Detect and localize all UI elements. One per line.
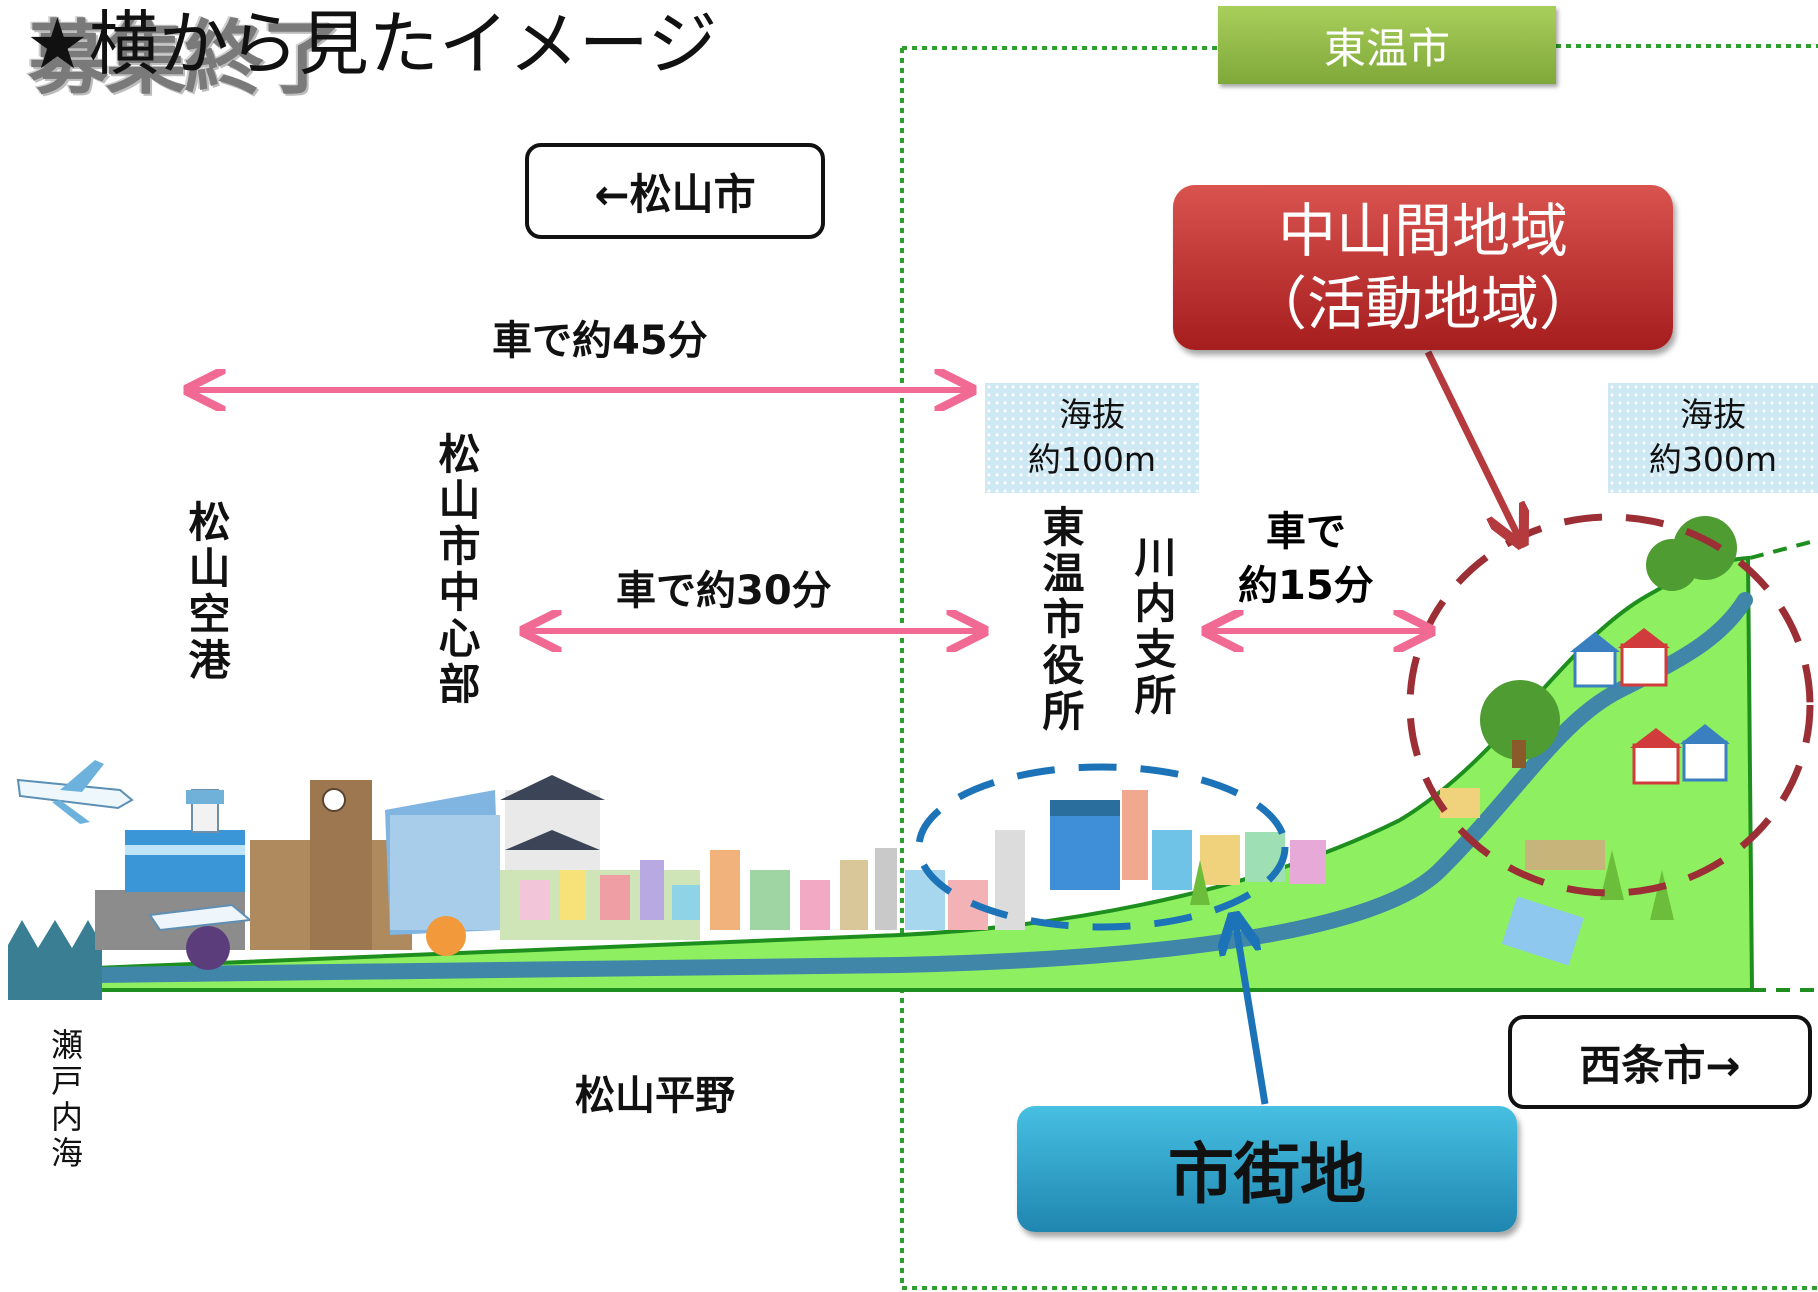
toon-city-boundary	[900, 44, 1818, 1290]
time-30min-label: 車で約30分	[616, 568, 832, 614]
page-title: ★横から見たイメージ	[26, 3, 718, 85]
kawauchi-branch-label: 川内支所	[1128, 535, 1177, 719]
sea	[8, 920, 102, 1000]
airport-illustration	[95, 789, 253, 970]
region-title: 中山間地域	[1277, 197, 1568, 265]
elevation-100m-tag: 海抜 約100m	[985, 383, 1199, 493]
urban-callout-arrow	[1235, 920, 1269, 1105]
time-15min-label: 車で 約15分	[1238, 505, 1374, 613]
matsuyama-direction-box: ←松山市	[525, 143, 825, 239]
matsuyama-plain-label: 松山平野	[575, 1073, 735, 1119]
saijo-direction-box: 西条市→	[1508, 1015, 1812, 1109]
region-callout-arrow	[1424, 350, 1520, 540]
elevation-300m-tag: 海抜 約300m	[1608, 383, 1818, 493]
ridge-dashed-edge	[1749, 538, 1818, 560]
mountain-region-box: 中山間地域 （活動地域）	[1173, 185, 1673, 350]
elevation-100m-value: 約100m	[1027, 440, 1157, 479]
toon-city-buildings	[905, 790, 1326, 930]
elevation-100m-label: 海抜	[1059, 395, 1125, 435]
urban-area-box: 市街地	[1017, 1106, 1517, 1232]
seto-inland-sea-label: 瀬戸内海	[46, 1028, 84, 1172]
time-15min-line1: 車で	[1265, 509, 1346, 555]
airplane-icon	[16, 760, 134, 824]
airport-label: 松山空港	[182, 500, 231, 684]
time-15min-line2: 約15分	[1238, 563, 1374, 609]
urban-area-circle	[915, 763, 1289, 931]
region-subtitle: （活動地域）	[1248, 269, 1597, 338]
time-45min-label: 車で約45分	[492, 318, 708, 364]
toon-city-tab: 東温市	[1218, 6, 1556, 84]
elevation-300m-value: 約300m	[1648, 440, 1778, 479]
elevation-300m-label: 海抜	[1680, 395, 1746, 435]
mountain-village	[1190, 516, 1737, 966]
city-center-label: 松山市中心部	[432, 432, 481, 708]
matsuyama-buildings	[250, 775, 897, 956]
mountain-area-circle	[1406, 513, 1814, 897]
river	[87, 592, 1753, 983]
toon-office-label: 東温市役所	[1036, 505, 1085, 735]
closed-stamp: 募集終了	[28, 12, 342, 105]
